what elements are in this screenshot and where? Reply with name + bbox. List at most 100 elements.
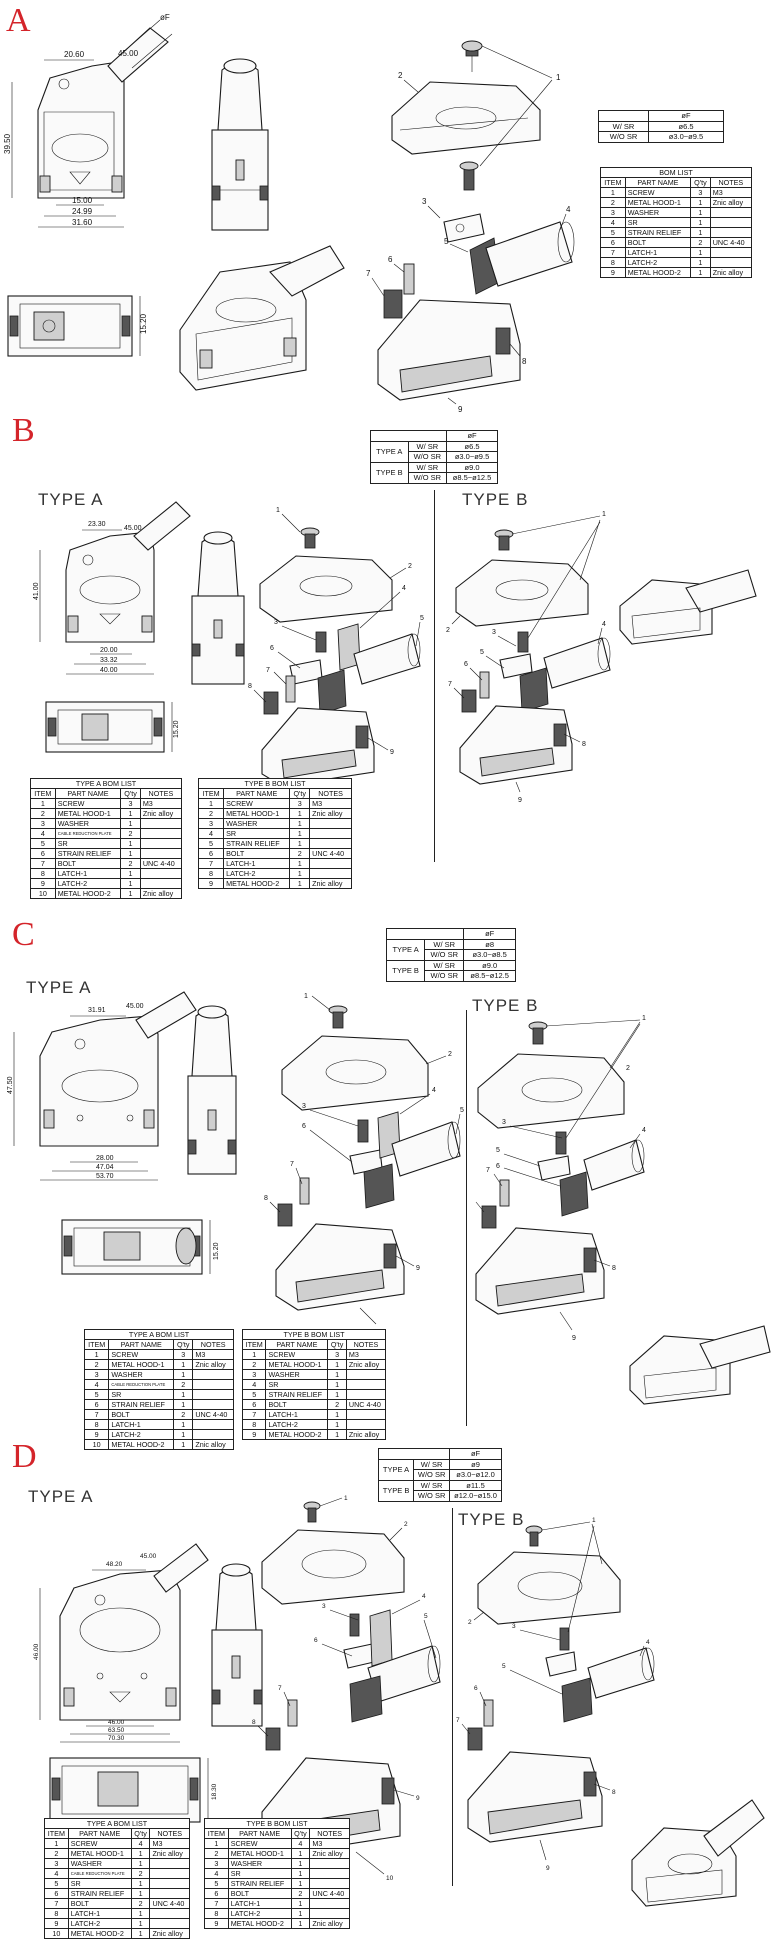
bom-b-a-title: TYPE A BOM LIST <box>30 778 182 789</box>
dim-c-w2: 47.04 <box>96 1164 114 1171</box>
bom-header: NOTES <box>309 1828 350 1839</box>
bom-cell: 1 <box>120 818 141 829</box>
bom-table-d-type-a: TYPE A BOM LIST ITEM PART NAME Q'ty NOTE… <box>44 1818 190 1939</box>
bom-cell: 8 <box>83 1419 110 1430</box>
bom-cell: Znic alloy <box>149 1928 190 1939</box>
spec-c-label: W/O SR <box>424 970 465 982</box>
bom-cell: 4 <box>83 1379 110 1390</box>
bom-cell: SR <box>265 1379 329 1390</box>
bom-cell <box>192 1379 234 1390</box>
bom-cell: 6 <box>83 1399 110 1410</box>
spec-c-value: ø8 <box>463 938 516 950</box>
bom-cell: 3 <box>120 798 141 809</box>
bom-cell: STRAIN RELIEF <box>67 1888 132 1899</box>
bom-cell: METAL HOOD-1 <box>624 197 692 208</box>
spec-b-type: TYPE B <box>370 461 409 484</box>
bom-cell: Znic alloy <box>149 1848 190 1859</box>
bom-cell: 1 <box>327 1379 347 1390</box>
bom-cell: 1 <box>120 878 141 889</box>
side-view-a <box>211 58 269 231</box>
bom-cell: STRAIN RELIEF <box>227 1878 292 1889</box>
dim-c-depth: 15.20 <box>213 1242 220 1260</box>
bom-cell: M3 <box>149 1838 190 1849</box>
bom-cell: SR <box>227 1868 292 1879</box>
bom-cell: 2 <box>44 1848 69 1859</box>
bom-cell <box>149 1908 190 1919</box>
bom-table-c-type-b: TYPE B BOM LIST ITEM PART NAME Q'ty NOTE… <box>241 1329 387 1440</box>
bom-cell: 1 <box>290 1878 311 1889</box>
bom-header: Q'ty <box>289 788 311 799</box>
bom-cell: UNC 4-40 <box>709 237 753 248</box>
callout-a-8: 8 <box>522 357 527 366</box>
bom-cell: STRAIN RELIEF <box>108 1399 175 1410</box>
side-view-b <box>191 531 245 685</box>
bom-cell: 4 <box>204 1868 229 1879</box>
bom-cell: STRAIN RELIEF <box>624 227 692 238</box>
callout-b-a-1: 1 <box>276 507 280 514</box>
bom-cell: LATCH-2 <box>624 257 692 268</box>
callout-c-b-2: 2 <box>626 1065 630 1072</box>
callout-b-b-2: 2 <box>446 627 450 634</box>
dim-a-phi: øF <box>160 13 170 22</box>
bom-cell: 5 <box>83 1389 110 1400</box>
dim-a-w2: 24.99 <box>72 207 93 216</box>
callout-b-b-4: 4 <box>602 621 606 628</box>
bom-cell: Znic alloy <box>192 1439 234 1450</box>
spec-a-label: W/O SR <box>598 131 649 143</box>
bom-cell <box>192 1429 234 1440</box>
dim-b-w1: 20.00 <box>100 647 118 654</box>
divider-d <box>452 1508 453 1886</box>
bom-cell: 1 <box>327 1429 347 1440</box>
front-view-b: 41.00 23.30 45.00 20.00 33.32 40.00 <box>33 501 191 675</box>
type-b-label-b: TYPE B <box>462 490 529 509</box>
bom-cell: METAL HOOD-2 <box>67 1928 132 1939</box>
bom-cell: 6 <box>197 848 225 859</box>
bom-cell: METAL HOOD-2 <box>624 267 692 278</box>
bom-cell: 1 <box>327 1369 347 1380</box>
bom-cell: 3 <box>690 187 711 198</box>
bom-cell: BOLT <box>223 848 291 859</box>
dim-d-angle: 45.00 <box>140 1553 157 1560</box>
bom-cell: BOLT <box>67 1898 132 1909</box>
callout-a-4: 4 <box>566 205 571 214</box>
bom-header: PART NAME <box>624 177 692 188</box>
dim-b-w3: 40.00 <box>100 667 118 674</box>
bom-cell: BOLT <box>108 1409 175 1420</box>
bom-cell: 8 <box>241 1419 267 1430</box>
bom-cell <box>345 1409 387 1420</box>
bom-cell: Znic alloy <box>309 1848 350 1859</box>
bom-cell: 10 <box>83 1439 110 1450</box>
section-a-drawing: 39.50 20.60 45.00 øF 15.00 24.99 31.60 1… <box>3 13 575 414</box>
bom-cell <box>309 858 352 869</box>
bom-cell: 4 <box>130 1838 151 1849</box>
bom-cell: 1 <box>120 848 141 859</box>
callout-d-b-1: 1 <box>592 1517 596 1524</box>
bom-cell: LATCH-1 <box>624 247 692 258</box>
bom-cell: 1 <box>690 227 711 238</box>
bom-cell: 2 <box>290 1888 311 1899</box>
spec-d-header: øF <box>449 1448 502 1460</box>
bom-header: NOTES <box>139 788 183 799</box>
dim-b-w2: 33.32 <box>100 657 118 664</box>
bom-cell: WASHER <box>624 207 692 218</box>
bom-cell: LATCH-2 <box>265 1419 329 1430</box>
bom-cell: 8 <box>30 868 56 879</box>
callout-c-a-9: 9 <box>416 1265 420 1272</box>
bom-c-a-title: TYPE A BOM LIST <box>84 1329 234 1340</box>
bom-cell: 2 <box>83 1359 110 1370</box>
callout-c-b-5: 5 <box>496 1147 500 1154</box>
bom-header: NOTES <box>309 788 352 799</box>
spec-d-value: ø9 <box>449 1458 502 1470</box>
